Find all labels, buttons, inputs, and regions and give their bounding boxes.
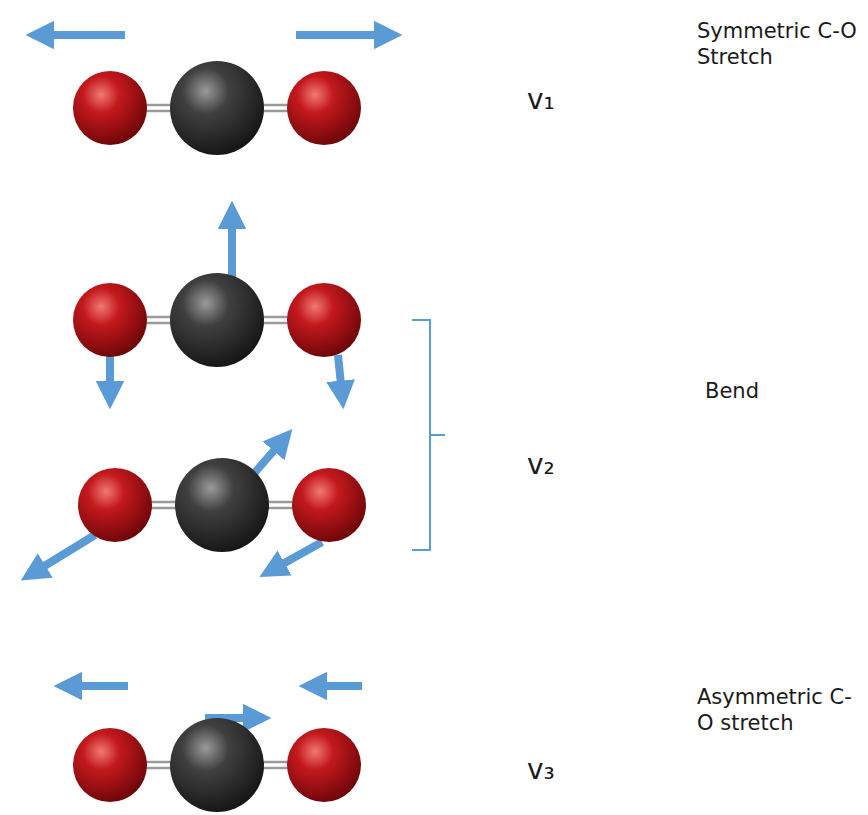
motion-arrows — [33, 35, 388, 718]
mode-name: Symmetric C-O Stretch — [697, 18, 862, 71]
mode-name: Asymmetric C-O stretch — [697, 684, 862, 737]
mode-name: Bend — [705, 378, 825, 404]
mode-number: v₁ — [527, 82, 587, 117]
mode-number: v₂ — [527, 447, 587, 482]
bracket — [412, 320, 445, 550]
mode-number: v₃ — [527, 752, 587, 787]
